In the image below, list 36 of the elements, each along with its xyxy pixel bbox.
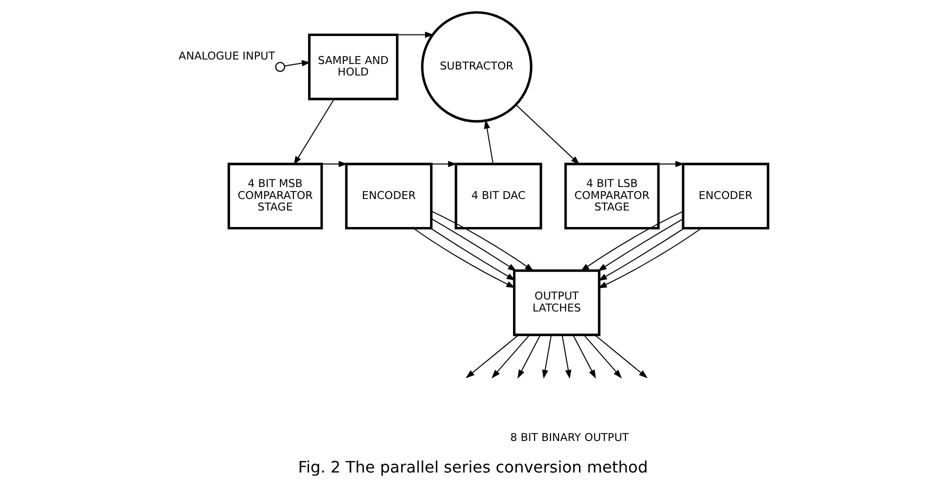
node-box: 4 BIT DAC bbox=[454, 162, 542, 230]
node-label: ANALOGUE INPUT bbox=[178, 49, 274, 62]
arrow bbox=[594, 334, 648, 378]
arrow bbox=[542, 334, 552, 379]
arrow bbox=[491, 334, 530, 378]
arrow bbox=[430, 218, 516, 272]
arrow bbox=[597, 218, 683, 272]
caption: Fig. 2 The parallel series conversion method bbox=[298, 458, 648, 477]
arrow bbox=[430, 210, 534, 272]
arrow bbox=[516, 334, 540, 379]
arrow bbox=[412, 228, 515, 288]
arrow bbox=[320, 160, 348, 168]
node-box: 4 BIT MSB COMPARATOR STAGE bbox=[227, 162, 322, 230]
arrow bbox=[580, 210, 683, 272]
arrow bbox=[582, 334, 622, 378]
label: 8 BIT BINARY OUTPUT bbox=[510, 431, 628, 444]
arrow bbox=[430, 228, 516, 281]
arrow bbox=[465, 334, 519, 378]
arrow bbox=[598, 228, 684, 281]
node-box: OUTPUT LATCHES bbox=[512, 269, 600, 336]
arrow bbox=[284, 60, 310, 67]
arrow bbox=[515, 104, 580, 165]
arrow bbox=[561, 334, 571, 379]
arrow bbox=[572, 334, 596, 379]
arrow bbox=[430, 160, 456, 168]
node-box: ENCODER bbox=[681, 162, 769, 230]
arrow bbox=[396, 32, 434, 38]
arrow bbox=[293, 98, 334, 166]
arrow bbox=[597, 228, 702, 288]
node-box: ENCODER bbox=[344, 162, 432, 230]
node-box: SAMPLE AND HOLD bbox=[308, 34, 398, 100]
arrow bbox=[483, 120, 494, 164]
node-circle: SUBTRACTOR bbox=[420, 11, 532, 123]
arrow bbox=[658, 160, 684, 168]
node-circle bbox=[274, 62, 285, 72]
node-box: 4 BIT LSB COMPARATOR STAGE bbox=[564, 162, 660, 230]
